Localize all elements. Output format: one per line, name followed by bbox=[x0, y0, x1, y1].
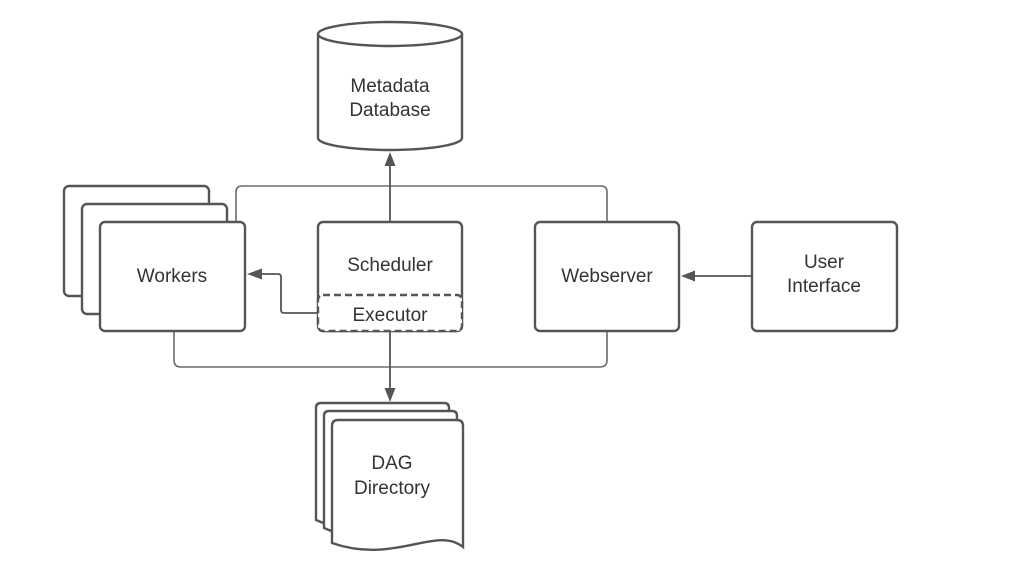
webserver-box bbox=[533, 220, 681, 333]
user-interface-node: User Interface bbox=[750, 220, 899, 333]
webserver-node: Webserver bbox=[533, 220, 681, 333]
database-cylinder-top bbox=[316, 20, 464, 48]
arrowhead-down-dag bbox=[384, 388, 396, 402]
webserver-label: Webserver bbox=[561, 266, 653, 287]
scheduler-label: Scheduler bbox=[347, 255, 433, 276]
arrowhead-left-workers bbox=[247, 268, 262, 280]
svg-text:Directory: Directory bbox=[354, 478, 431, 499]
executor-label: Executor bbox=[353, 305, 429, 326]
scheduler-node: Scheduler Executor bbox=[316, 220, 464, 333]
database-cylinder-icon bbox=[316, 34, 464, 152]
svg-text:User: User bbox=[804, 252, 845, 273]
arrow-executor-to-workers bbox=[262, 273, 318, 314]
dag-directory-label-line1: DAG bbox=[371, 453, 412, 474]
svg-text:Interface: Interface bbox=[787, 276, 861, 297]
metadata-database-label-line1: Metadata bbox=[350, 76, 430, 97]
arrowhead-left-webserver bbox=[681, 270, 695, 282]
user-interface-label-line2: Interface bbox=[787, 276, 861, 297]
svg-text:Metadata: Metadata bbox=[350, 76, 430, 97]
svg-text:DAG: DAG bbox=[371, 453, 412, 474]
dag-directory-label-line2: Directory bbox=[354, 478, 431, 499]
dag-document-icon bbox=[330, 418, 465, 552]
metadata-database-node: Metadata Database bbox=[316, 20, 464, 152]
arrows bbox=[247, 152, 752, 402]
dag-directory-node: DAG Directory bbox=[314, 401, 465, 552]
arrowhead-up-database bbox=[384, 152, 396, 166]
user-interface-label-line1: User bbox=[804, 252, 845, 273]
metadata-database-label-line2: Database bbox=[349, 100, 430, 121]
workers-label: Workers bbox=[137, 266, 207, 287]
workers-box bbox=[98, 220, 247, 333]
workers-node: Workers bbox=[62, 184, 247, 333]
top-connector-bus bbox=[235, 185, 608, 222]
svg-text:Database: Database bbox=[349, 100, 430, 121]
